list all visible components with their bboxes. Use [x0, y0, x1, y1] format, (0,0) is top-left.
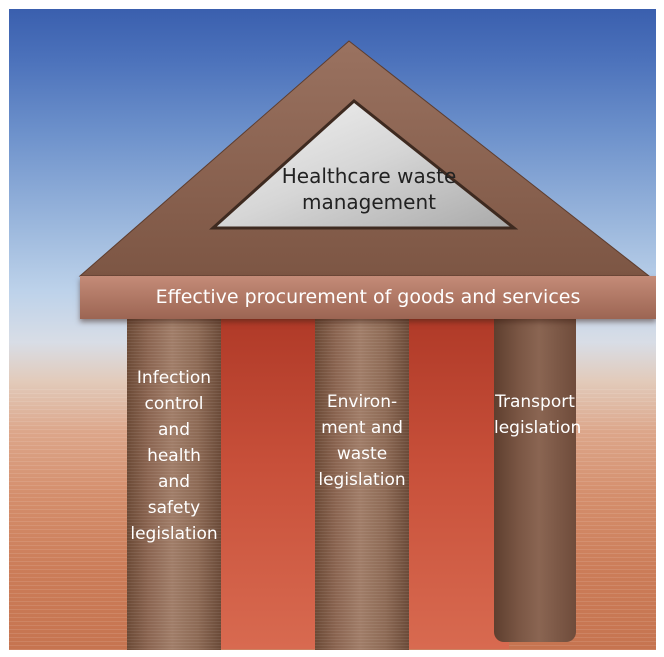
- pediment-label: Healthcare waste management: [281, 164, 457, 214]
- pediment-panel: [209, 99, 519, 230]
- pillar-label: Transport legislation: [494, 392, 582, 438]
- pillar-label: Environ- ment and waste legislation: [318, 392, 406, 490]
- beam-label: Effective procurement of goods and servi…: [155, 286, 581, 308]
- pillar-label: Infection control and health and safety …: [130, 368, 218, 544]
- entablature-beam: Effective procurement of goods and servi…: [80, 276, 656, 319]
- pillar-infection-control: Infection control and health and safety …: [127, 309, 221, 650]
- pillar-environment: Environ- ment and waste legislation: [315, 309, 409, 650]
- roof: [78, 40, 651, 277]
- temple-diagram: Infection control and health and safety …: [9, 9, 656, 650]
- pillar-transport: Transport legislation: [494, 309, 582, 642]
